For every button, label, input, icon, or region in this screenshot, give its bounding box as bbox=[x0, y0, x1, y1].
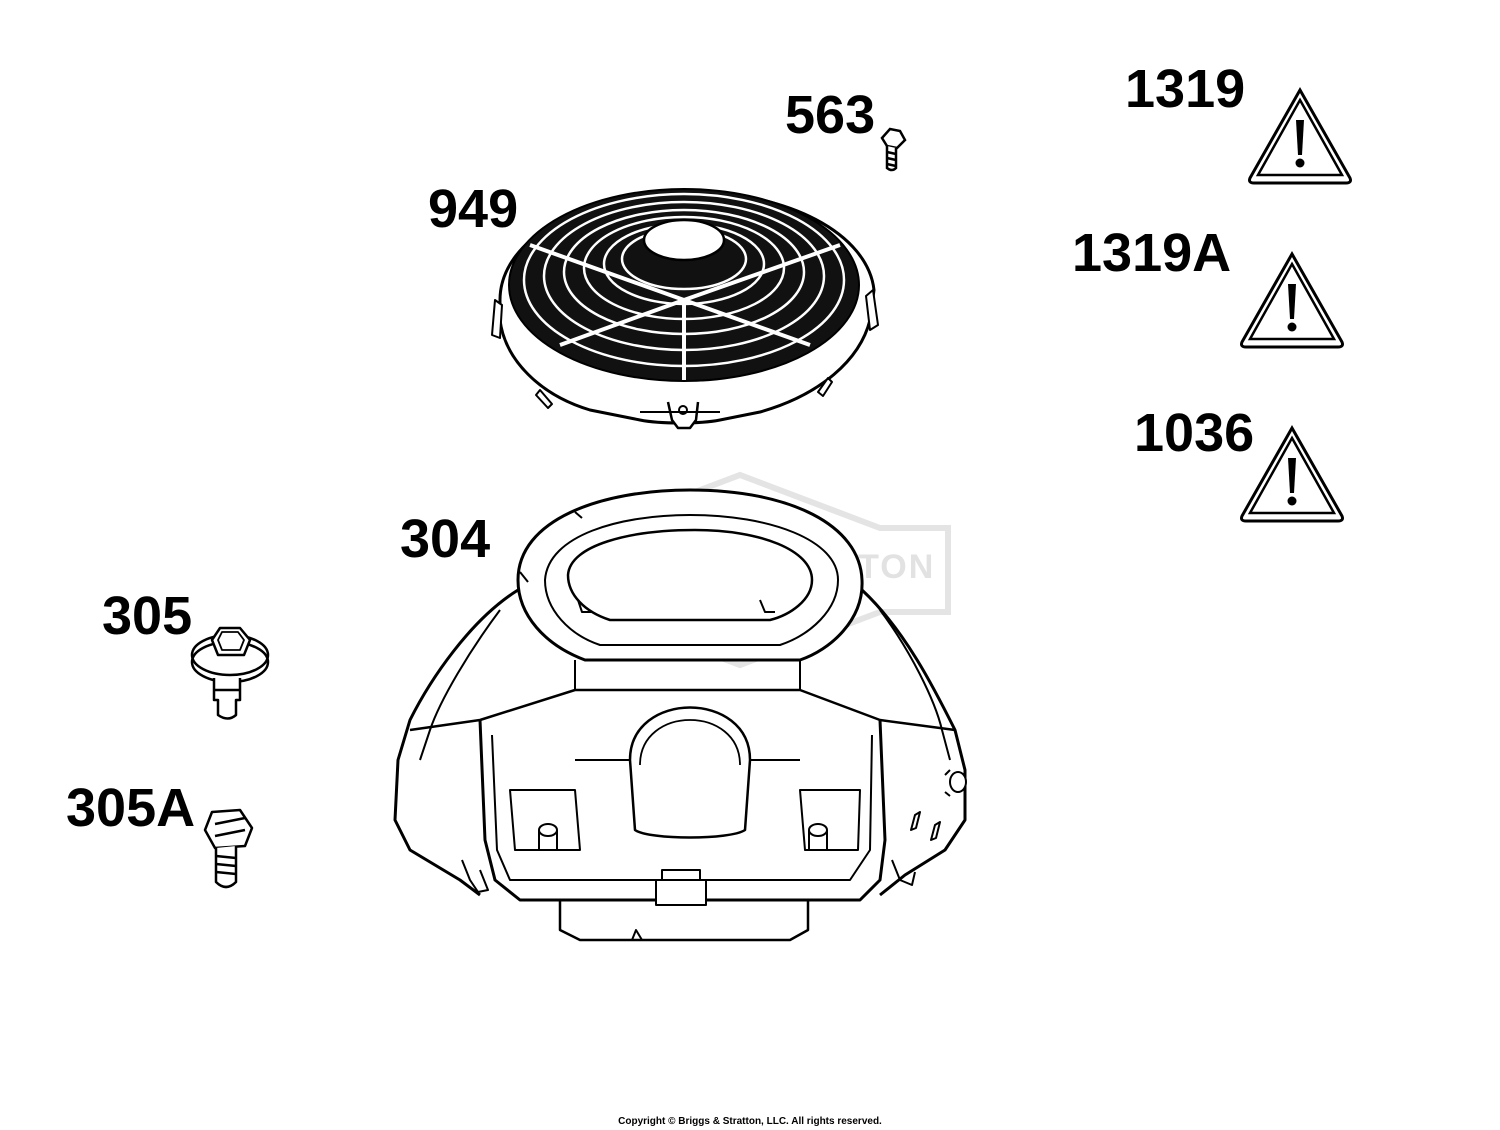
callout-304: 304 bbox=[400, 509, 491, 569]
callout-1319a: 1319A bbox=[1072, 223, 1232, 283]
part-305a-hex-bolt[interactable] bbox=[203, 808, 254, 889]
part-304-blower-housing[interactable] bbox=[393, 488, 967, 942]
warning-triangle-icon-1319a[interactable] bbox=[1240, 250, 1344, 349]
callout-949: 949 bbox=[428, 179, 519, 239]
callout-563: 563 bbox=[785, 85, 876, 145]
warning-triangle-icon-1036[interactable] bbox=[1240, 424, 1344, 523]
part-949-grille[interactable] bbox=[491, 188, 879, 430]
callout-305a: 305A bbox=[66, 778, 196, 838]
warning-triangle-icon-1319[interactable] bbox=[1248, 86, 1352, 185]
callout-1319: 1319 bbox=[1125, 59, 1246, 119]
copyright-notice: Copyright © Briggs & Stratton, LLC. All … bbox=[618, 1116, 882, 1127]
part-563-bolt[interactable] bbox=[880, 127, 907, 172]
part-305-flange-bolt[interactable] bbox=[190, 626, 270, 720]
callout-1036: 1036 bbox=[1134, 403, 1255, 463]
callout-305: 305 bbox=[102, 586, 193, 646]
